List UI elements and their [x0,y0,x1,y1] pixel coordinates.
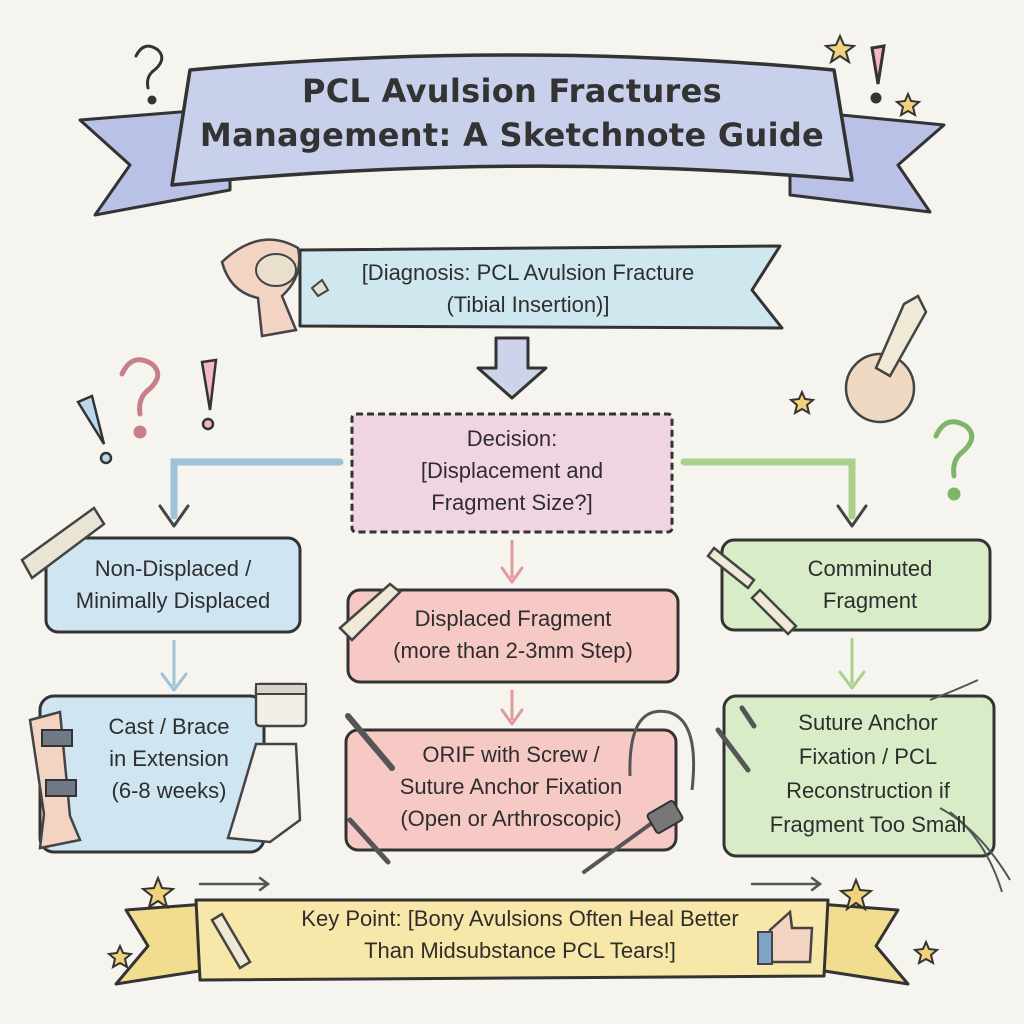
bone-cross-section-icon [844,294,928,424]
arrow-decision-to-right [680,458,868,528]
arrow-diagnosis-to-decision [476,336,548,400]
arrow-right-to-treatment [838,638,866,690]
arrow-decision-to-left [158,458,344,528]
knee-brace-icon [28,710,82,850]
right-branch-line-2: Fragment [822,588,918,613]
arrow-doodles [198,876,823,892]
center-branch-line-1: Displaced Fragment [414,606,612,631]
diagnosis-banner [298,244,784,330]
question-mark-green-icon [933,419,975,501]
decision-line-3: Fragment Size?] [431,490,593,515]
center-treatment-line-3: (Open or Arthroscopic) [400,806,622,831]
screw-icon-left [345,713,395,771]
key-point-ribbon [114,898,910,986]
title-line-1: PCL Avulsion Fractures [302,72,722,110]
diagnosis-line-1: [Diagnosis: PCL Avulsion Fracture [361,260,695,285]
decision-line-1: Decision: [466,426,558,451]
screw-icon-right [715,705,757,773]
decision-box [350,412,674,534]
star-icons [106,33,940,970]
left-branch-line-1: Non-Displaced / [94,556,252,581]
foot-cast-icon [226,742,302,844]
left-treatment-line-1: Cast / Brace [108,714,230,739]
center-treatment-line-2: Suture Anchor Fixation [399,774,623,799]
suture-strands-icon [929,679,1011,893]
arrow-left-to-treatment [160,640,188,692]
bone-fragment-icon-center [338,582,402,642]
ruler-icon [20,506,106,580]
arrow-decision-to-center [500,540,524,584]
thumbs-up-icon [757,909,814,965]
screw-icon-bottom [347,817,391,865]
suture-needle-icon [628,709,696,791]
right-treatment-line-4: Fragment Too Small [769,812,967,837]
diagnosis-line-2: (Tibial Insertion)] [446,292,610,317]
exclamation-blue-icon [76,394,113,465]
broken-bone-icon-right [706,546,798,636]
center-treatment-box [344,728,678,852]
question-mark-pink-icon [119,357,161,439]
question-mark-icon [134,44,164,105]
bone-icon-key-point [210,912,252,970]
knee-joint-icon [220,238,330,338]
center-branch-line-2: (more than 2-3mm Step) [393,638,633,663]
exclamation-pink-icon [200,358,218,431]
arrow-center-to-treatment [500,690,524,726]
left-treatment-line-3: (6-8 weeks) [111,778,227,803]
decision-line-2: [Displacement and [420,458,604,483]
calendar-icon [254,682,308,728]
exclamation-icon [870,44,886,104]
left-treatment-line-2: in Extension [109,746,229,771]
right-treatment-line-3: Reconstruction if [786,778,950,803]
center-branch-box [346,588,680,684]
center-treatment-line-1: ORIF with Screw / [422,742,600,767]
right-treatment-box [722,694,996,858]
left-branch-box [44,536,302,634]
key-point-line-1: Key Point: [Bony Avulsions Often Heal Be… [301,906,739,931]
right-branch-line-1: Comminuted [807,556,933,581]
arthroscope-icon [582,800,684,874]
left-branch-line-2: Minimally Displaced [75,588,271,613]
title-line-2: Management: A Sketchnote Guide [199,116,825,154]
right-treatment-line-2: Fixation / PCL [798,744,938,769]
right-branch-box [720,538,992,632]
title-ribbon [78,53,946,217]
key-point-line-2: Than Midsubstance PCL Tears!] [364,938,676,963]
right-treatment-line-1: Suture Anchor [798,710,938,735]
